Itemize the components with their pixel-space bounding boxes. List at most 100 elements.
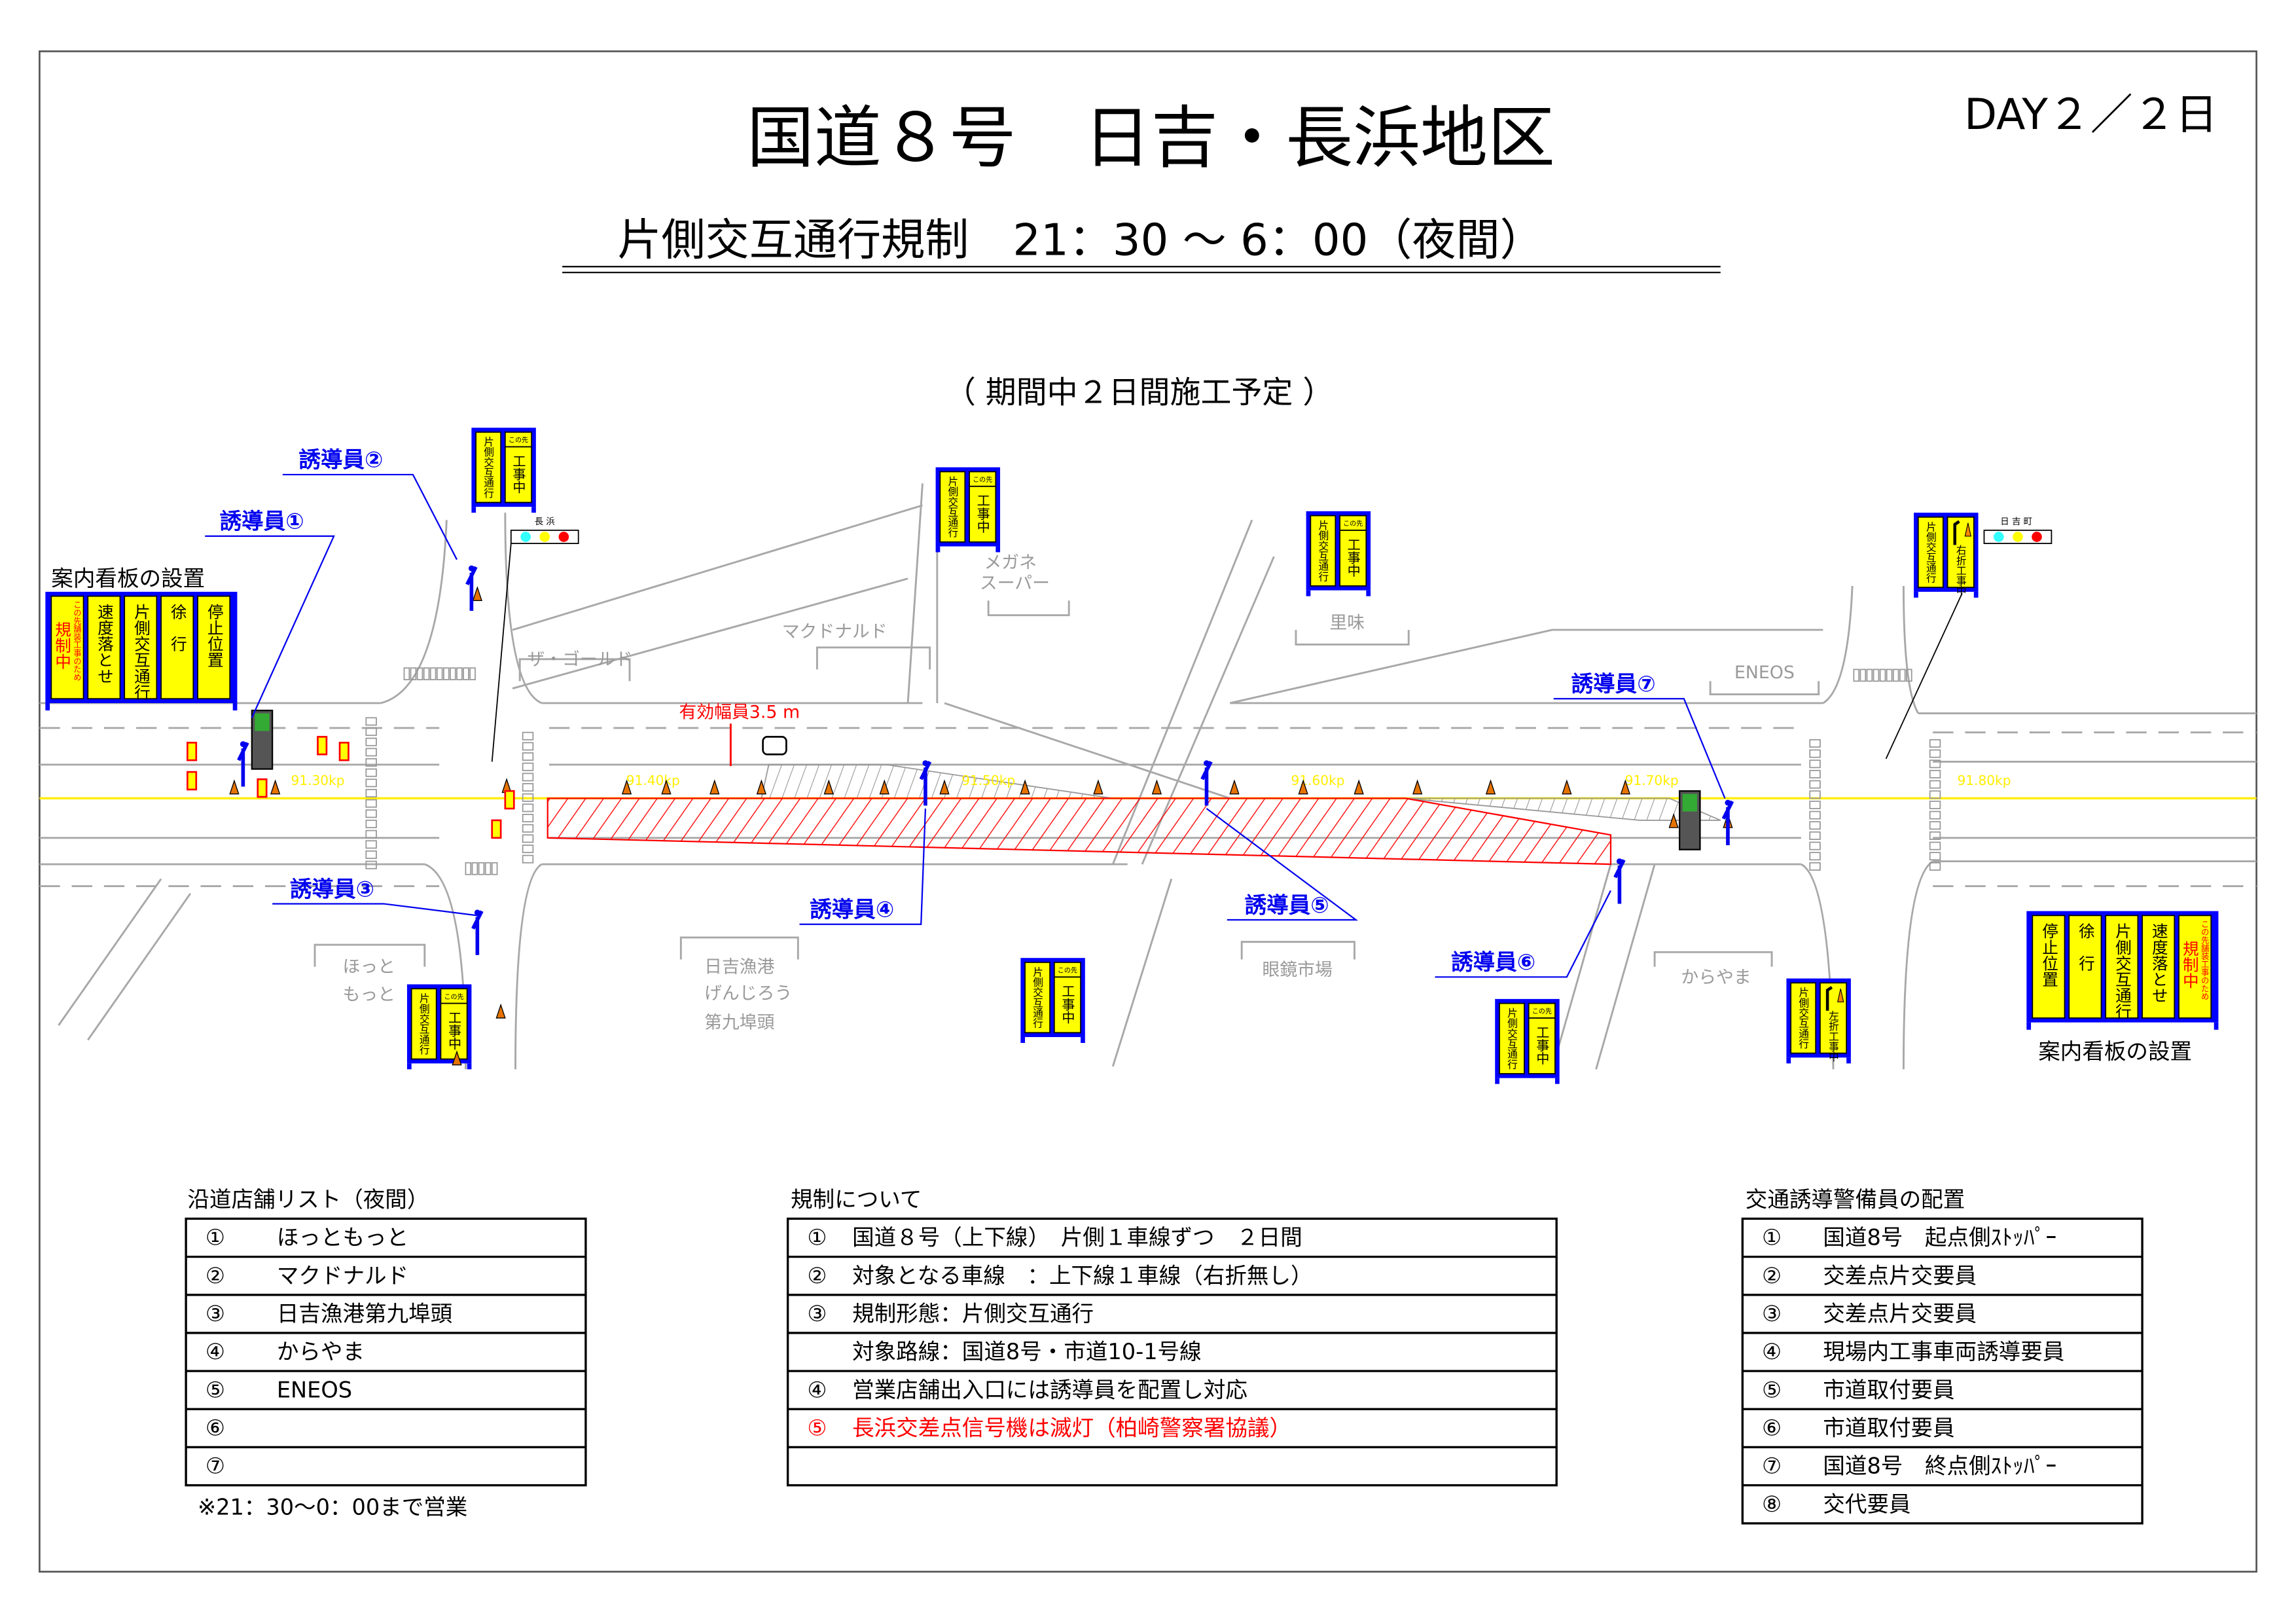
- signal-lamp: [520, 532, 531, 542]
- crosswalk-box: [450, 667, 456, 681]
- table-row-number: ⑦: [1762, 1453, 1782, 1479]
- traffic-cone-icon: [1562, 779, 1572, 795]
- crosswalk-box: [365, 717, 377, 726]
- crosswalk-box: [365, 768, 377, 777]
- sign-panel-text: 停止位置: [205, 603, 224, 668]
- crosswalk-box: [522, 845, 534, 854]
- store-label: ザ・ゴールド: [527, 649, 632, 670]
- crosswalk-box: [1879, 668, 1886, 682]
- traffic-signal: 長 浜: [510, 517, 579, 544]
- crosswalks: [365, 667, 1941, 875]
- table-row-text: 営業店舗出入口には誘導員を配置し対応: [852, 1377, 1247, 1402]
- signal-leader: [491, 543, 512, 762]
- crosswalk-box: [471, 862, 478, 875]
- signal-lamp: [1994, 532, 2004, 542]
- crosswalk-box: [365, 778, 377, 788]
- sign-text-right: 右折工事中: [1954, 545, 1967, 596]
- kp-marker: 91.80kp: [1957, 773, 2011, 788]
- guard-callout: 誘導員②: [282, 447, 478, 611]
- sheet-frame: [39, 50, 2257, 1573]
- table-row-number: ③: [206, 1301, 225, 1326]
- crosswalk-box: [365, 840, 377, 849]
- crosswalk-box: [365, 758, 377, 767]
- crosswalk-box: [1905, 668, 1912, 682]
- guard-figure-icon: [237, 742, 249, 787]
- crosswalk-box: [416, 667, 423, 681]
- traffic-cone-icon: [1668, 812, 1679, 828]
- traffic-cone-icon: [1020, 779, 1030, 795]
- table-row-text: マクドナルド: [277, 1263, 408, 1288]
- traffic-cone-icon: [756, 779, 767, 795]
- guards-table-title: 交通誘導警備員の配置: [1746, 1187, 1965, 1213]
- restriction-zone: [547, 797, 1612, 866]
- table-row-number: ⑥: [1762, 1415, 1782, 1441]
- crosswalk-box: [1809, 831, 1821, 840]
- table-row-text: 交差点片交要員: [1823, 1263, 1977, 1288]
- traffic-cone-icon: [495, 1003, 506, 1019]
- regulation-table-title: 規制について: [791, 1187, 922, 1213]
- crosswalk-box: [365, 799, 377, 808]
- traffic-cone-icon: [879, 779, 889, 795]
- table-row-text: 交代要員: [1823, 1491, 1910, 1517]
- crosswalk-box: [365, 860, 377, 869]
- sign-text-top: この先: [509, 437, 528, 445]
- crosswalk-box: [1859, 668, 1867, 682]
- crosswalk-box: [365, 809, 377, 818]
- sign-panel-small-text: この先舗装工事のため: [2200, 920, 2209, 1000]
- traffic-cone-icon: [1229, 779, 1240, 795]
- sign-text-right: 工事中: [1060, 984, 1075, 1023]
- crosswalk-box: [1929, 739, 1941, 748]
- traffic-cone-icon: [661, 779, 672, 795]
- crosswalk-box: [1929, 759, 1941, 769]
- crosswalk-box: [429, 667, 437, 681]
- table-row-text: 国道８号（上下線） 片側１車線ずつ ２日間: [852, 1225, 1302, 1250]
- crosswalk-box: [1929, 749, 1941, 758]
- day-label: DAY２／２日: [1964, 90, 2217, 139]
- construction-sign: 片側交互通行この先工事中: [935, 467, 1001, 553]
- table-row-number: ①: [807, 1225, 827, 1250]
- arrow-board-icon: [257, 778, 268, 798]
- store-label: 里味: [1329, 613, 1365, 633]
- crosswalk-box: [1929, 800, 1941, 809]
- guard-figure-icon: [919, 761, 932, 806]
- signal-lamp: [2013, 532, 2023, 542]
- kp-marker: 91.50kp: [961, 773, 1015, 788]
- construction-sign: 片側交互通行この先工事中: [1306, 511, 1371, 596]
- table-row-number: ①: [1762, 1225, 1782, 1250]
- guard-callout: 誘導員⑥: [1435, 858, 1626, 978]
- table-row-text: 長浜交差点信号機は滅灯（柏崎警察署協議）: [852, 1415, 1291, 1441]
- table-row-number: ②: [206, 1263, 225, 1288]
- crosswalk-box: [1886, 668, 1893, 682]
- crosswalk-box: [1809, 862, 1821, 871]
- crosswalk-box: [478, 862, 485, 875]
- guard-label: 誘導員①: [220, 509, 304, 534]
- table-row-text: ENEOS: [277, 1377, 352, 1402]
- gray-hatched-taper-right: [1405, 797, 1721, 821]
- sign-panel: [124, 595, 158, 700]
- crosswalk-box: [442, 667, 450, 681]
- crosswalk-box: [1809, 852, 1821, 861]
- table-row-number: ⑧: [1762, 1491, 1782, 1517]
- table-row-number: ②: [1762, 1263, 1782, 1288]
- guard-label: 誘導員④: [810, 897, 894, 922]
- crosswalk-box: [1929, 862, 1941, 871]
- sign-text-left: 片側交互通行: [1317, 520, 1329, 582]
- sign-panel: [197, 595, 231, 700]
- crosswalk-box: [1866, 668, 1873, 682]
- crosswalk-box: [1873, 668, 1880, 682]
- sign-text-top: この先: [444, 993, 463, 1001]
- table-row-text: 日吉漁港第九埠頭: [277, 1301, 452, 1326]
- sign-text-left: 片側交互通行: [1505, 1008, 1518, 1070]
- table-row-number: ④: [206, 1339, 225, 1364]
- regulation-table: [786, 1217, 1558, 1487]
- guard-figure-icon: [1613, 859, 1626, 904]
- crosswalk-box: [1809, 841, 1821, 850]
- table-row-number: ②: [807, 1263, 827, 1288]
- crosswalk-box: [1809, 811, 1821, 820]
- traffic-cone-icon: [1354, 779, 1364, 795]
- guide-board-right: 停止位置徐 行片側交互通行速度落とせ規制中この先舗装工事のため: [2026, 911, 2219, 1030]
- kp-marker: 91.70kp: [1625, 773, 1679, 788]
- crosswalk-box: [423, 667, 430, 681]
- sign-panel: [2178, 915, 2212, 1019]
